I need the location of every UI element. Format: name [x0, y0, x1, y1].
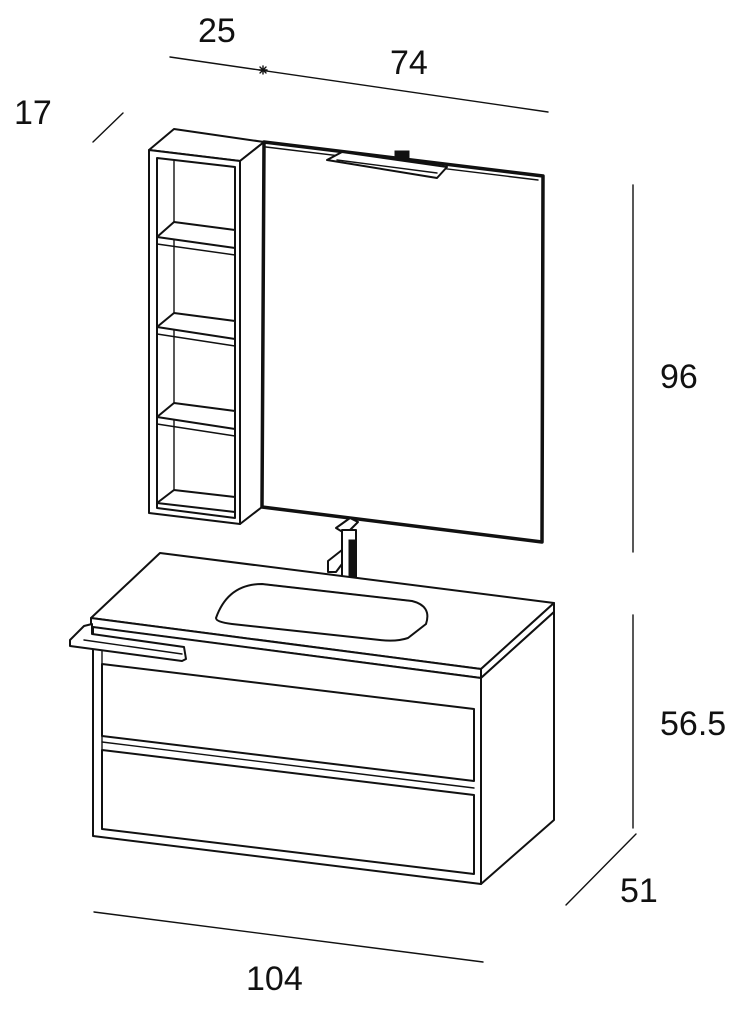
shelf-side-panel: [239, 141, 265, 525]
basin-back-edge: [261, 583, 413, 602]
towel-bar: [69, 623, 187, 662]
cabinet-side-panel: [480, 611, 555, 885]
lamp-switch: [394, 150, 410, 160]
dim-line-total-width: [93, 911, 484, 963]
dim-label-shelf-width: 25: [198, 12, 236, 50]
mirror-lamp: [326, 150, 448, 179]
dim-label-cabinet-depth: 51: [620, 872, 658, 910]
dim-label-shelf-depth: 17: [14, 94, 52, 132]
faucet: [327, 517, 360, 591]
shelf-board-3: [156, 402, 236, 430]
dim-line-top: [169, 56, 549, 113]
shelf-board-1: [156, 221, 236, 249]
shelf-board-4: [156, 489, 236, 513]
mirror-frame: [260, 140, 545, 544]
dimension-labels: 25 74 17 96 56.5 51 104: [14, 12, 726, 998]
faucet-spout: [327, 549, 343, 573]
shelf-boards: [156, 221, 236, 513]
dim-line-shelf-depth: [92, 112, 124, 143]
basin: [215, 583, 429, 642]
dim-tick-star: [258, 65, 268, 75]
dim-line-cabinet-depth: [565, 833, 637, 906]
vanity-cabinet: [90, 552, 555, 885]
dim-label-mirror-width: 74: [390, 44, 428, 82]
dim-label-cabinet-height: 56.5: [660, 705, 726, 743]
dim-label-total-width: 104: [246, 960, 303, 998]
open-shelf-unit: [148, 128, 265, 525]
dimension-lines: [92, 56, 637, 963]
shelf-board-2: [156, 312, 236, 340]
dim-label-mirror-height: 96: [660, 358, 698, 396]
towel-bar-rail: [69, 623, 187, 662]
mirror: [260, 140, 545, 544]
lamp-body: [326, 151, 448, 179]
shelf-inner-frame: [156, 157, 236, 519]
